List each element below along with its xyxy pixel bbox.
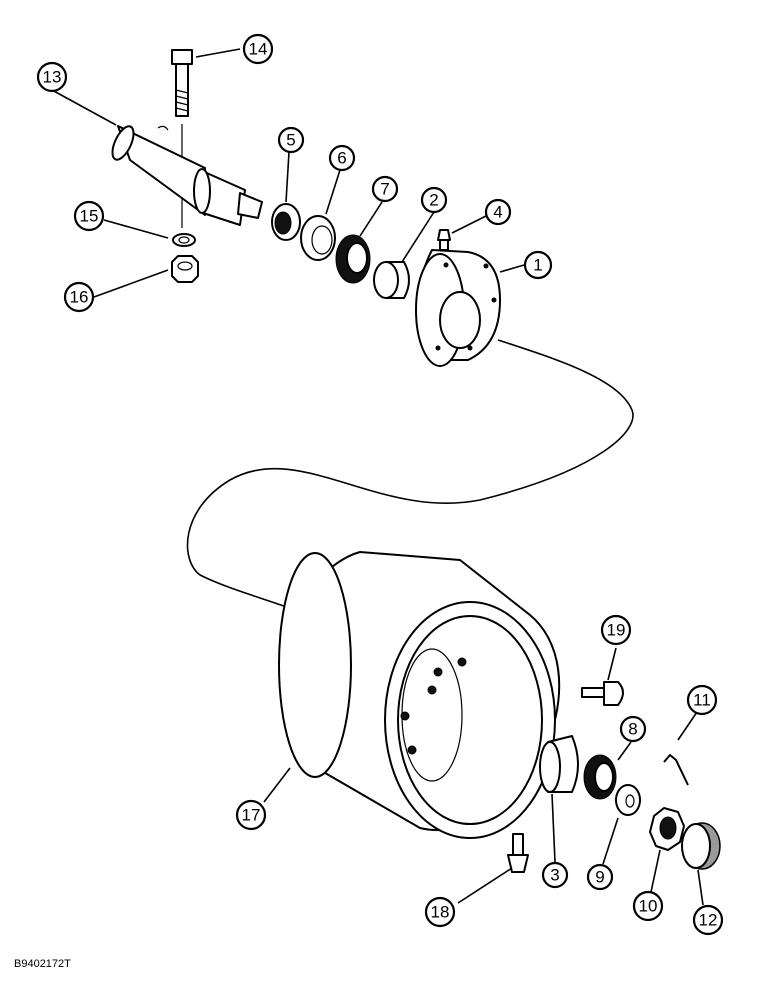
- callout-16: 16: [63, 281, 95, 313]
- svg-text:3: 3: [550, 866, 559, 885]
- callout-14: 14: [242, 33, 274, 65]
- svg-text:6: 6: [337, 149, 346, 168]
- callout-17: 17: [235, 799, 267, 831]
- svg-text:14: 14: [249, 40, 268, 59]
- bearing-cup-part: [300, 215, 336, 261]
- callout-10: 10: [632, 890, 664, 922]
- callout-7: 7: [371, 175, 399, 203]
- cotter-pin-part: [663, 754, 689, 786]
- spindle-part: [111, 125, 263, 226]
- callout-15: 15: [73, 200, 105, 232]
- svg-text:18: 18: [431, 903, 450, 922]
- svg-text:11: 11: [693, 691, 711, 710]
- svg-text:7: 7: [380, 180, 389, 199]
- grease-fitting-part: [437, 229, 451, 251]
- seal-part: [271, 203, 301, 241]
- callout-11: 11: [686, 684, 718, 716]
- svg-text:17: 17: [242, 806, 261, 825]
- svg-text:12: 12: [699, 911, 718, 930]
- svg-text:15: 15: [80, 207, 99, 226]
- callout-3: 3: [541, 861, 569, 889]
- callout-1: 1: [523, 250, 553, 280]
- castle-nut-part: [649, 807, 685, 851]
- lock-washer-part: [172, 233, 196, 247]
- washer-part: [615, 784, 641, 816]
- svg-text:19: 19: [607, 621, 626, 640]
- cup-part: [539, 735, 579, 793]
- callout-2: 2: [420, 186, 448, 214]
- callout-5: 5: [277, 126, 305, 154]
- callout-6: 6: [328, 144, 356, 172]
- outer-cup-part: [373, 261, 410, 299]
- bearing-cone-part: [335, 234, 371, 284]
- dust-cap-part: [681, 822, 721, 870]
- svg-text:2: 2: [429, 191, 438, 210]
- nut-part: [171, 255, 199, 283]
- cone-part: [583, 754, 617, 800]
- svg-text:8: 8: [628, 720, 637, 739]
- bolt-part: [171, 49, 193, 228]
- callout-8: 8: [619, 715, 647, 743]
- callout-4: 4: [484, 198, 512, 226]
- figure-code: B9402172T: [14, 958, 71, 970]
- svg-text:13: 13: [43, 68, 62, 87]
- wheel-rim-part: [278, 551, 561, 839]
- svg-text:5: 5: [286, 131, 295, 150]
- svg-text:1: 1: [533, 256, 542, 275]
- svg-text:16: 16: [70, 288, 89, 307]
- callout-12: 12: [692, 904, 724, 936]
- callout-18: 18: [424, 896, 456, 928]
- svg-text:10: 10: [639, 897, 658, 916]
- valve-stem-part: [507, 833, 529, 873]
- stud-part: [581, 681, 624, 706]
- leader-lines: [51, 48, 704, 906]
- callout-13: 13: [36, 61, 68, 93]
- hub-to-wheel-connector: [186, 339, 634, 613]
- hub-part: [415, 249, 501, 367]
- callout-19: 19: [600, 614, 632, 646]
- svg-text:9: 9: [595, 868, 604, 887]
- svg-text:4: 4: [493, 203, 502, 222]
- callout-9: 9: [586, 863, 614, 891]
